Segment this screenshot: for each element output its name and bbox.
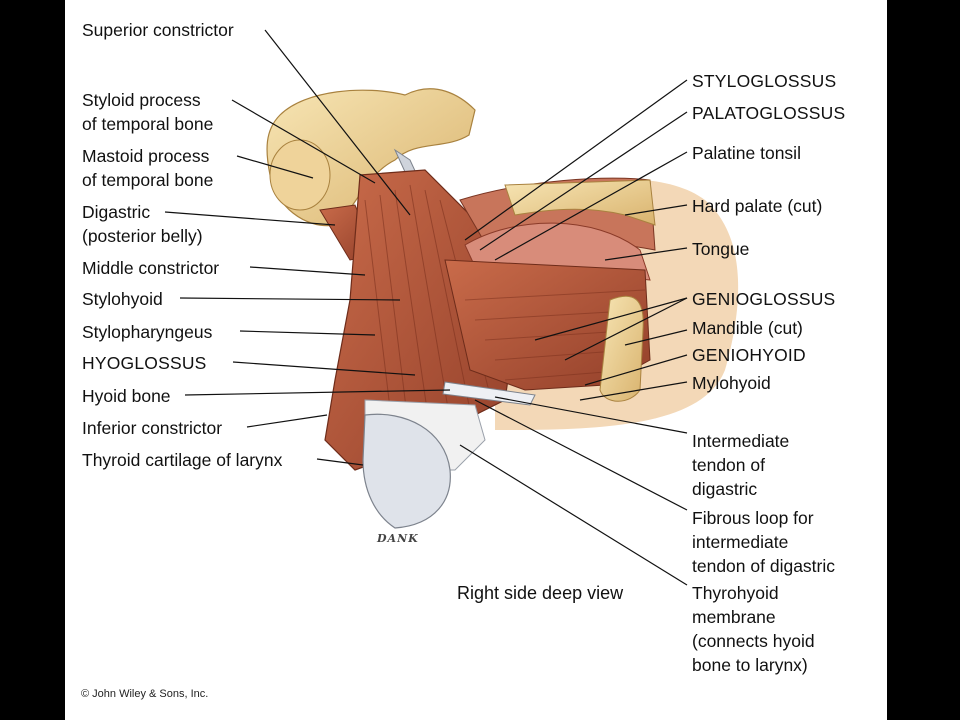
label-palatoglossus: PALATOGLOSSUS — [692, 103, 846, 123]
thyroid-cartilage-shape — [362, 413, 451, 529]
label-styloglossus: STYLOGLOSSUS — [692, 71, 837, 91]
copyright-notice: © John Wiley & Sons, Inc. — [81, 688, 209, 700]
label-tongue: Tongue — [692, 239, 750, 259]
label-inferior-constrictor: Inferior constrictor — [82, 418, 223, 438]
label-hyoid-bone: Hyoid bone — [82, 386, 171, 406]
label-hard-palate: Hard palate (cut) — [692, 196, 823, 216]
artist-signature: DANK — [377, 532, 419, 545]
label-palatine-tonsil: Palatine tonsil — [692, 143, 801, 163]
label-geniohyoid: GENIOHYOID — [692, 345, 806, 365]
label-genioglossus: GENIOGLOSSUS — [692, 289, 836, 309]
label-stylopharyngeus: Stylopharyngeus — [82, 322, 213, 342]
mastoid-process — [269, 139, 331, 211]
anatomy-illustration — [164, 29, 739, 586]
label-thyroid-cartilage: Thyroid cartilage of larynx — [82, 450, 283, 470]
label-middle-constrictor: Middle constrictor — [82, 258, 220, 278]
label-superior-constrictor: Superior constrictor — [82, 20, 234, 40]
label-mylohyoid: Mylohyoid — [692, 373, 771, 393]
leader-lines — [164, 29, 688, 586]
label-mandible: Mandible (cut) — [692, 318, 803, 338]
figure-caption: Right side deep view — [457, 583, 624, 603]
label-hyoglossus: HYOGLOSSUS — [82, 353, 207, 373]
label-stylohyoid: Stylohyoid — [82, 289, 163, 309]
label-digastric-posterior: Digastric(posterior belly) — [82, 202, 203, 246]
mandible-cut — [599, 295, 644, 402]
